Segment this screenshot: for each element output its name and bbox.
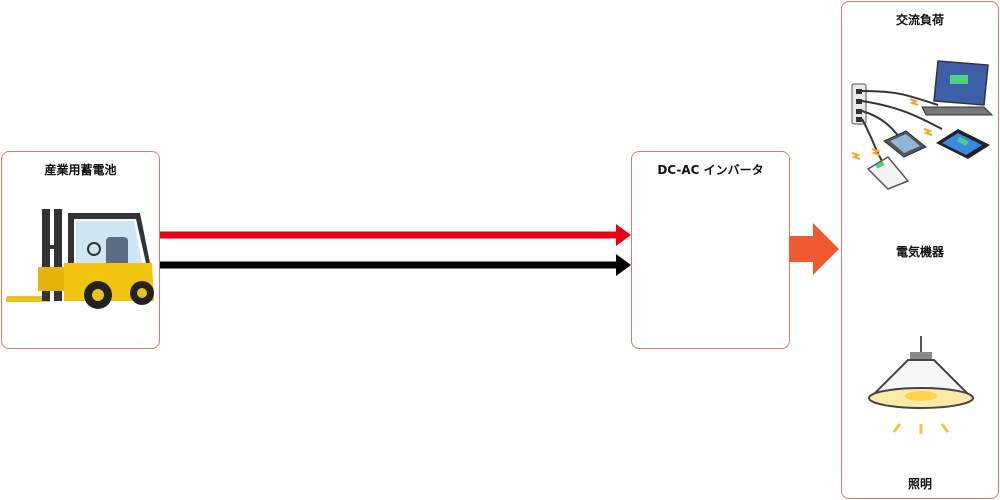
flow-arrow [789,223,839,275]
appliances-label: 電気機器 [895,245,944,259]
battery-title: 産業用蓄電池 [44,163,117,177]
lighting-label: 照明 [907,477,932,491]
pendant-lamp-icon [867,336,975,434]
inverter-title: DC-AC インバータ [657,163,764,177]
load-box: 交流負荷 電気機器 [841,1,999,499]
devices-charging-icon [851,60,994,190]
forklift-icon [6,209,154,309]
load-title: 交流負荷 [895,13,944,27]
negative-arrowhead [616,254,631,276]
positive-arrowhead [616,224,631,246]
battery-box: 産業用蓄電池 [1,151,160,349]
inverter-box: DC-AC インバータ [631,151,790,349]
